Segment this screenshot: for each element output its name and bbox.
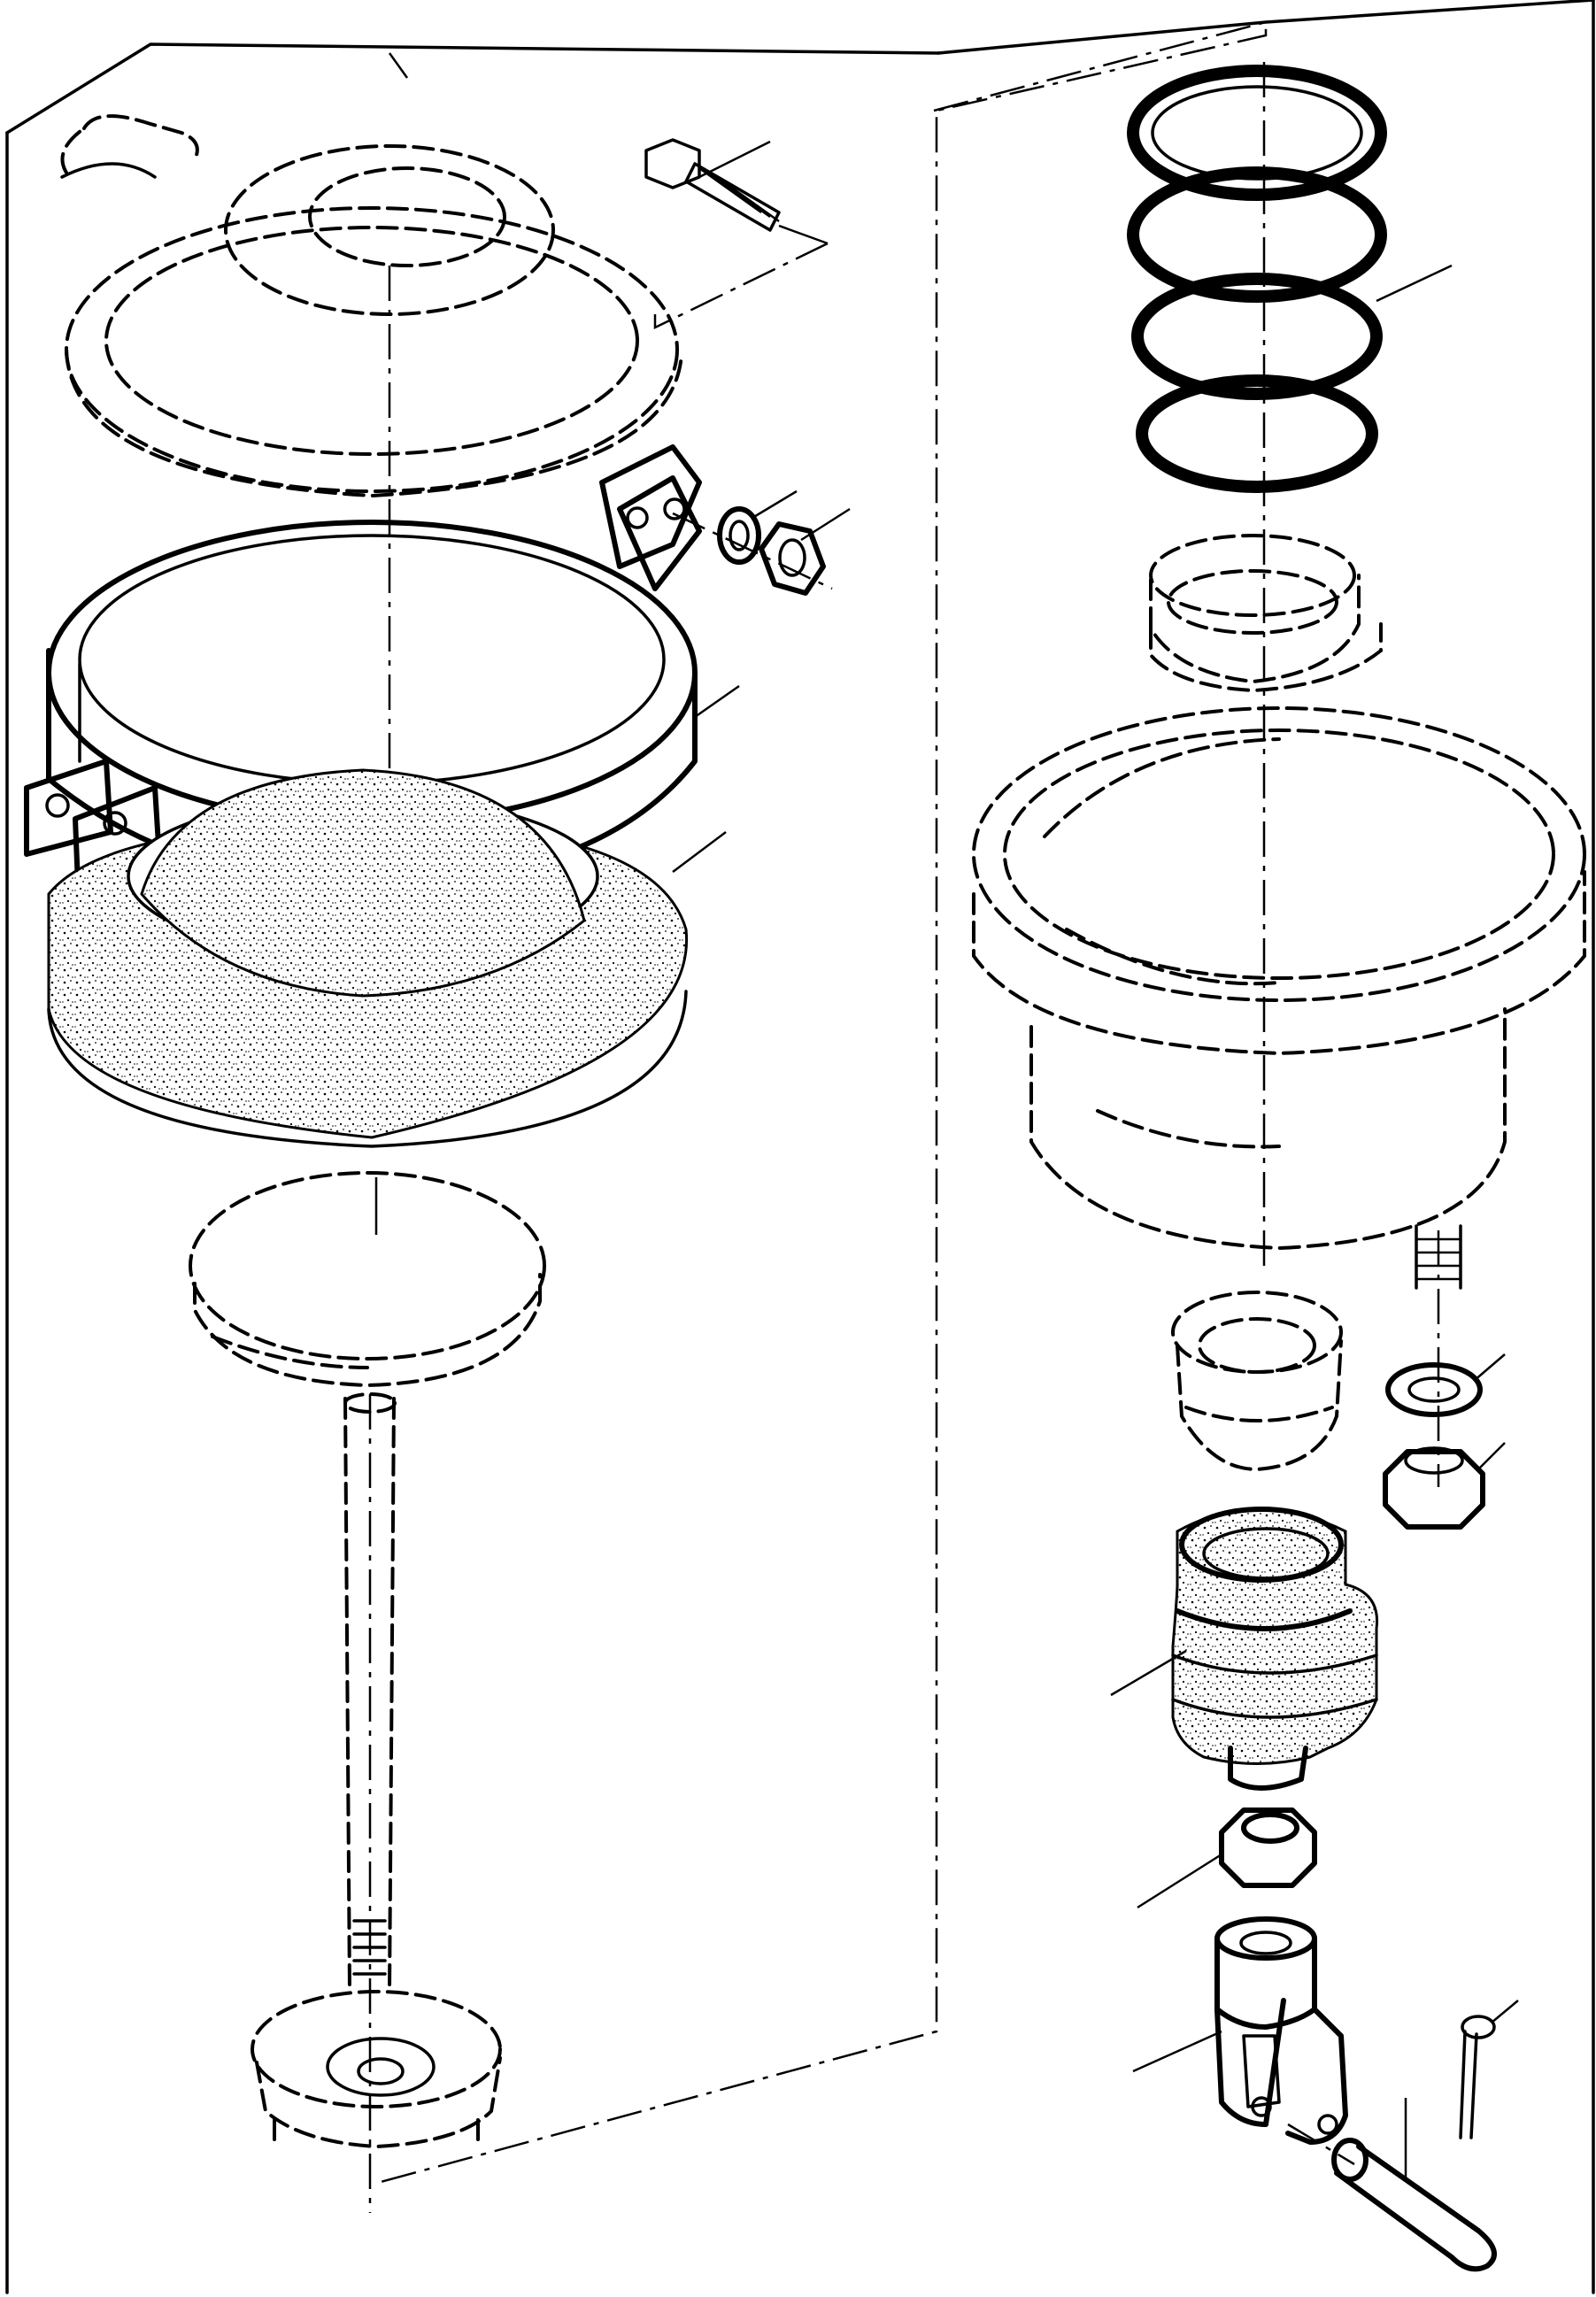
hex-nut-upper [672, 507, 851, 596]
spring-housing [972, 706, 1586, 1251]
piston-plate [189, 1171, 546, 1388]
right-group-boundary [380, 20, 1268, 2184]
cap-screw [644, 138, 829, 245]
lock-washer-upper [717, 489, 798, 565]
dust-boot [1149, 534, 1383, 693]
seal-bellows [1110, 1507, 1379, 1791]
bushing [1171, 1291, 1343, 1472]
housing-cover [60, 114, 683, 1133]
left-frame [5, 42, 940, 2294]
stud [1415, 1224, 1462, 1487]
push-rod [343, 1392, 397, 2213]
lock-washer-lower [1385, 1353, 1506, 1417]
cotter-pin [1459, 2000, 1519, 2139]
right-frame [937, 0, 1595, 2294]
retainer-cup [251, 1990, 502, 2149]
diaphragm [47, 768, 727, 1148]
return-spring [1127, 62, 1453, 1266]
jam-nut [1137, 1808, 1317, 1909]
clevis-pin [1287, 2098, 1497, 2272]
hex-nut-lower [1383, 1442, 1506, 1530]
left-group-boundary [653, 242, 829, 329]
clevis [1132, 1916, 1348, 2145]
